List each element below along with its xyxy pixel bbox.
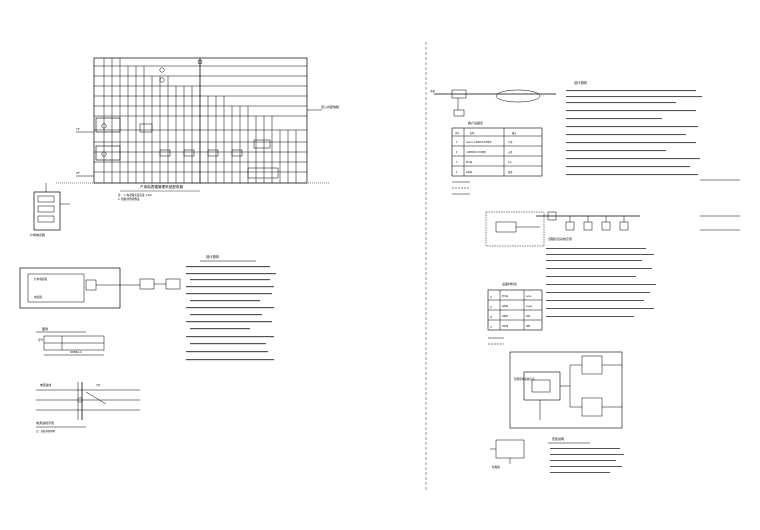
svg-text:户用: 户用 bbox=[508, 140, 512, 144]
svg-text:台: 台 bbox=[490, 295, 492, 299]
svg-text:备注: 备注 bbox=[512, 131, 517, 135]
small-table: 图例 型号 DD862-4 bbox=[36, 326, 105, 356]
svg-text:电源进线: 电源进线 bbox=[40, 383, 51, 387]
mid-notes-right bbox=[546, 248, 656, 317]
svg-text:1F: 1F bbox=[76, 127, 80, 131]
svg-text:至公共配电箱: 至公共配电箱 bbox=[321, 104, 339, 109]
svg-text:RS485: RS485 bbox=[526, 306, 533, 308]
svg-text:DD862-4 单相电子式电能表: DD862-4 单相电子式电能表 bbox=[466, 140, 492, 144]
svg-text:电源: 电源 bbox=[430, 89, 435, 93]
inlet-diagram: 电源进线 YJV 电源进线示意 注：进线穿管埋地 bbox=[36, 382, 140, 433]
design-notes-title: 设计说明 bbox=[574, 80, 587, 85]
svg-text:1台: 1台 bbox=[508, 160, 512, 164]
notes-block: 设计说明 bbox=[186, 254, 276, 361]
meter-box: 户用电表箱 bbox=[30, 183, 70, 237]
bottom-small-diagram: 配电箱 bbox=[490, 439, 525, 469]
svg-text:型号: 型号 bbox=[38, 338, 44, 342]
svg-text:2F: 2F bbox=[76, 171, 80, 175]
svg-text:1: 1 bbox=[456, 141, 458, 144]
device-table: 各户设备表 序号 名称 备注 1 DD862-4 单相电子式电能表 户用 2 三… bbox=[451, 120, 543, 195]
riser-diagram: 至公共配电箱 1F 2F 户用电表箱管理系统配电箱 注：1. 电表箱安装高度 1… bbox=[76, 57, 339, 201]
meter-box-title: 户用电表箱 bbox=[30, 232, 45, 237]
remote-reading-diagram: 远程抄表系统示意 bbox=[485, 211, 640, 247]
svg-text:4: 4 bbox=[456, 171, 458, 174]
smart-distribution-title: 智能配电系统示意 bbox=[514, 377, 535, 381]
svg-text:2: 2 bbox=[456, 151, 458, 154]
svg-text:集中器: 集中器 bbox=[466, 160, 472, 164]
svg-text:注：进线穿管埋地: 注：进线穿管埋地 bbox=[36, 429, 56, 433]
svg-text:采集器: 采集器 bbox=[466, 170, 472, 174]
notes-title: 设计说明 bbox=[206, 254, 219, 259]
svg-text:YJV: YJV bbox=[96, 383, 101, 387]
svg-text:2. 线路穿管暗敷设: 2. 线路穿管暗敷设 bbox=[118, 197, 140, 201]
svg-text:配电箱: 配电箱 bbox=[492, 465, 500, 469]
small-table-title: 图例 bbox=[42, 326, 48, 331]
design-notes-right: 设计说明 bbox=[566, 80, 702, 176]
riser-title: 户用电表箱管理系统配电箱 bbox=[140, 184, 184, 189]
svg-text:集中器: 集中器 bbox=[502, 294, 508, 298]
svg-text:名称: 名称 bbox=[470, 131, 475, 135]
svg-text:DD862-4: DD862-4 bbox=[70, 350, 82, 354]
install-notes: 安装说明 bbox=[548, 436, 624, 473]
equipment-table: 设备材料表 集中器 GPRS 采集器 RS485 电能表 单相 电表箱 成套 台… bbox=[487, 281, 543, 345]
title-block-marks bbox=[700, 179, 740, 231]
svg-text:单相: 单相 bbox=[526, 314, 530, 318]
svg-text:块: 块 bbox=[490, 315, 492, 319]
svg-text:按需: 按需 bbox=[508, 170, 513, 174]
device-table-title: 各户设备表 bbox=[468, 120, 483, 125]
svg-text:采集器: 采集器 bbox=[502, 304, 508, 308]
smart-distribution-diagram: 智能配电系统示意 bbox=[509, 351, 623, 429]
install-notes-title: 安装说明 bbox=[552, 436, 564, 441]
svg-text:三相四线电子式电能表: 三相四线电子式电能表 bbox=[466, 150, 486, 154]
svg-text:公用: 公用 bbox=[508, 150, 512, 154]
svg-text:序号: 序号 bbox=[455, 131, 460, 135]
svg-text:台: 台 bbox=[490, 305, 492, 309]
svg-text:注：1. 电表箱安装高度 1.8m: 注：1. 电表箱安装高度 1.8m bbox=[118, 193, 153, 197]
inlet-title: 电源进线示意 bbox=[36, 420, 54, 425]
svg-text:台: 台 bbox=[490, 325, 492, 329]
svg-text:电表箱: 电表箱 bbox=[34, 295, 42, 299]
comm-line-diagram: 电源 bbox=[430, 89, 556, 117]
svg-text:电能表: 电能表 bbox=[502, 314, 508, 318]
svg-text:GPRS: GPRS bbox=[526, 296, 532, 298]
equipment-table-title: 设备材料表 bbox=[502, 281, 517, 286]
remote-reading-title: 远程抄表系统示意 bbox=[548, 236, 572, 241]
svg-text:成套: 成套 bbox=[526, 324, 530, 328]
svg-text:3: 3 bbox=[456, 161, 458, 164]
block-diagram: 户用电表箱 电表箱 bbox=[19, 267, 181, 309]
svg-text:户用电表箱: 户用电表箱 bbox=[34, 277, 47, 281]
svg-text:电表箱: 电表箱 bbox=[502, 324, 508, 328]
